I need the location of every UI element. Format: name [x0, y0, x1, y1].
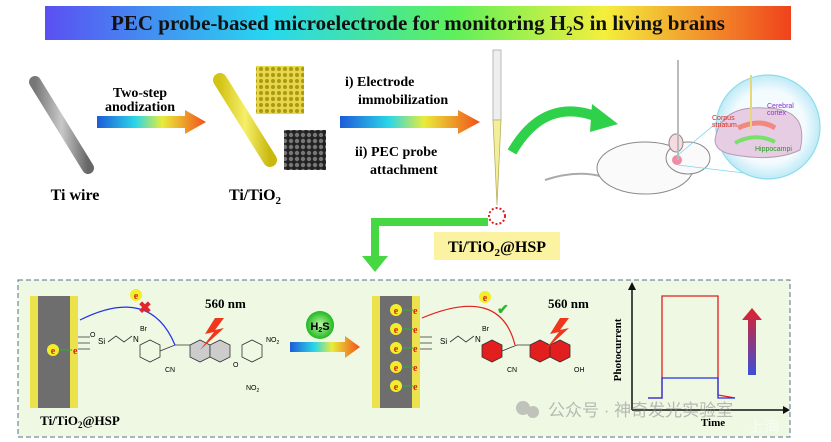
electron-dot [390, 380, 402, 392]
step1-label-1: Two-step [113, 86, 167, 101]
electron: e [394, 382, 399, 393]
chem-n: N [475, 335, 481, 344]
microelectrode [488, 49, 506, 225]
nanotube-inset [256, 66, 304, 114]
page-title: PEC probe-based microelectrode for monit… [111, 11, 725, 38]
electron: e [413, 344, 418, 355]
chem-n: N [133, 335, 139, 344]
hsp-label: Ti/TiO2@HSP [434, 232, 560, 260]
chem-o: O [233, 362, 239, 369]
ti-wire: Ti wire [29, 76, 100, 204]
chem-cn: CN [165, 367, 175, 374]
svg-text:Ti/TiO2@HSP: Ti/TiO2@HSP [448, 239, 546, 259]
step2a-label-2: immobilization [358, 93, 448, 108]
electrode-off: e e O Si N Br CN O NO2 NO2 e ✖ Ti/TiO2@H… [30, 289, 280, 430]
graph-xlabel: Time [701, 417, 725, 429]
light-bolt-icon [545, 318, 569, 350]
corpus-label-2: striatum [712, 122, 737, 129]
hippo-label: Hippocampi [755, 146, 792, 153]
electron: e [394, 325, 399, 336]
brain-inset: Cerebral cortex Corpus striatum Hippocam… [712, 74, 821, 180]
graph-ylabel: Photocurrent [612, 318, 624, 381]
ti-wire-label: Ti wire [51, 187, 100, 204]
svg-text:NO2: NO2 [266, 337, 280, 346]
step2b-label-2: attachment [370, 163, 438, 178]
electron: e [413, 325, 418, 336]
wavelength-label-2: 560 nm [548, 296, 589, 311]
insert-arrow [507, 106, 602, 155]
ti-tio2-rod: Ti/TiO2 [213, 66, 326, 207]
electrode-off-label: Ti/TiO2@HSP [40, 413, 120, 430]
step2a-label-1: i) Electrode [345, 75, 414, 90]
mouse-illustration [544, 60, 761, 195]
cerebral-label-2: cortex [767, 110, 787, 117]
svg-text:H2S: H2S [310, 321, 329, 334]
electron-dot [390, 304, 402, 316]
chem-si: Si [440, 337, 447, 346]
svg-text:NO2: NO2 [246, 385, 260, 394]
electron: e [413, 363, 418, 374]
chem-br: Br [482, 326, 490, 333]
electron: e [394, 363, 399, 374]
step2b-label-1: ii) PEC probe [355, 145, 437, 160]
blocked-transfer-arrow [79, 306, 176, 346]
blocked-x-icon: ✖ [138, 300, 151, 317]
chem-cn: CN [507, 367, 517, 374]
electron-dot [390, 323, 402, 335]
electron-transfer-arrow [421, 305, 516, 346]
check-icon: ✔ [497, 303, 509, 318]
electron: e [394, 344, 399, 355]
tip-highlight [488, 207, 506, 225]
light-bolt-icon [200, 318, 224, 350]
electron-dot [390, 361, 402, 373]
sem-inset [284, 130, 326, 170]
chem-o: O [90, 332, 96, 339]
watermark: 公众号 · 神奇发光实验室 上海 [516, 401, 780, 436]
h2s-reaction-arrow: H2S [290, 311, 360, 358]
watermark-text: 公众号 · 神奇发光实验室 [548, 401, 733, 420]
electron: e [73, 346, 78, 357]
zoom-arrow [371, 218, 488, 258]
title-banner: PEC probe-based microelectrode for monit… [45, 6, 791, 40]
chem-br: Br [140, 326, 148, 333]
electron: e [134, 291, 139, 302]
immobilization-arrow: i) Electrode immobilization ii) PEC prob… [340, 75, 480, 178]
chem-oh: OH [574, 367, 585, 374]
electron: e [51, 346, 56, 357]
electron: e [483, 293, 488, 304]
corpus-label: Corpus [712, 115, 735, 122]
series-off [648, 377, 735, 399]
ti-tio2-label: Ti/TiO2 [229, 187, 282, 207]
cerebral-label: Cerebral [767, 103, 794, 110]
step1-label-2: anodization [105, 100, 175, 115]
increase-arrow-icon [742, 308, 762, 375]
electron: e [413, 382, 418, 393]
chem-si: Si [98, 337, 105, 346]
electron: e [413, 306, 418, 317]
electron: e [394, 306, 399, 317]
photocurrent-graph: Photocurrent Time [612, 282, 790, 429]
anodization-arrow: Two-step anodization [97, 86, 206, 134]
wavelength-label: 560 nm [205, 296, 246, 311]
watermark-corner: 上海 [748, 418, 780, 436]
electron-dot [390, 342, 402, 354]
